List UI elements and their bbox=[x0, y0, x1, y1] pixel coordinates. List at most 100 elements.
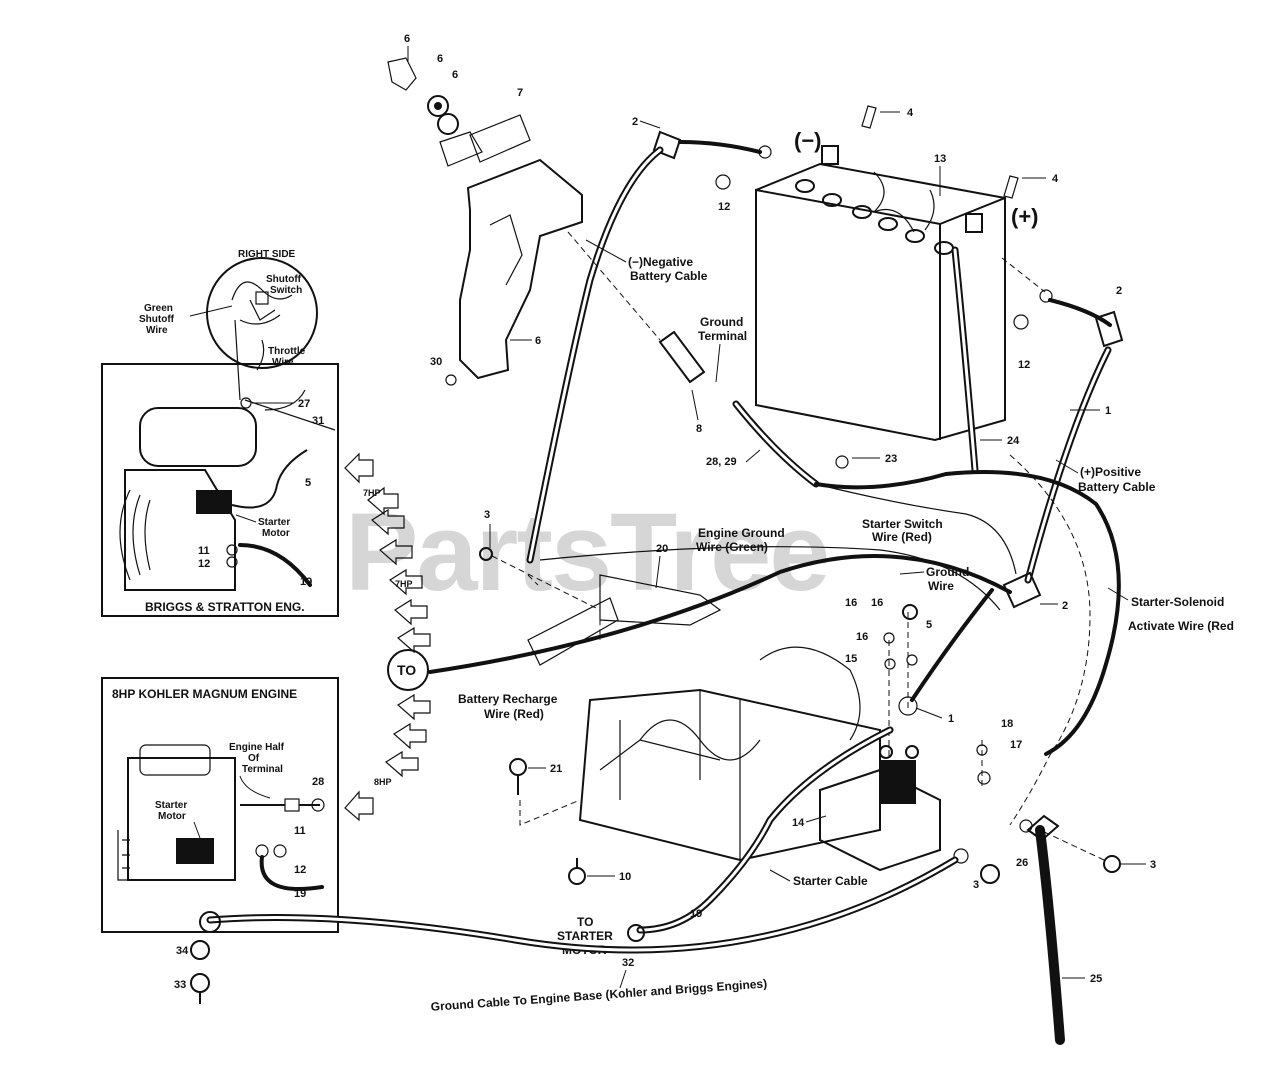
nut-30 bbox=[445, 374, 457, 386]
terminal-27 bbox=[240, 397, 252, 409]
terminal-leader bbox=[239, 775, 271, 799]
solenoid-positive-lead bbox=[910, 588, 994, 702]
bracket-detail bbox=[489, 214, 523, 286]
nut-12 bbox=[226, 556, 238, 568]
callout-6d: 6 bbox=[535, 335, 541, 347]
starter-switch-label-2: Wire (Red) bbox=[872, 530, 932, 544]
plate-20 bbox=[599, 574, 722, 626]
callout-17: 17 bbox=[1010, 739, 1022, 751]
wire-harness: 28, 29 23 Starter Switch Wire (Red) Star… bbox=[706, 400, 1234, 756]
kohler-engine-block bbox=[127, 757, 236, 881]
to-starter-label-2: STARTER bbox=[557, 929, 613, 943]
arrow-11 bbox=[344, 790, 374, 822]
cable-boot-top bbox=[652, 130, 682, 160]
decal-base bbox=[439, 131, 483, 167]
tag-bottom: 8HP bbox=[374, 777, 392, 787]
leader-8 bbox=[691, 389, 699, 421]
green-shutoff-label-3: Wire bbox=[146, 325, 168, 336]
tray-shading bbox=[639, 646, 861, 761]
kohler-box-frame bbox=[101, 677, 339, 933]
bolt-3c-dash bbox=[1039, 829, 1105, 861]
starter-motor-body bbox=[196, 490, 232, 514]
terminal-23 bbox=[835, 455, 849, 469]
solenoid-stud-b bbox=[905, 745, 919, 759]
bolt-10-head bbox=[568, 867, 586, 885]
briggs-callout-31: 31 bbox=[312, 415, 324, 427]
washer-5 bbox=[906, 654, 918, 666]
pos-cable-label-2: Battery Cable bbox=[1078, 480, 1156, 494]
green-shutoff-label-2: Shutoff bbox=[139, 314, 175, 325]
ground-cable-label: Ground Cable To Engine Base (Kohler and … bbox=[430, 976, 767, 1013]
kohler-starter-label-1: Starter bbox=[155, 800, 187, 811]
callout-3c: 3 bbox=[1150, 859, 1156, 871]
callout-24: 24 bbox=[1007, 435, 1020, 447]
battery-cap-1 bbox=[795, 179, 815, 193]
arrow-7 bbox=[396, 626, 431, 654]
neg-to-ground-dash bbox=[567, 231, 661, 341]
negative-post bbox=[821, 145, 839, 165]
engine-block-sketch bbox=[124, 469, 236, 591]
callout-34: 34 bbox=[176, 945, 189, 957]
kohler-shroud bbox=[117, 830, 130, 881]
battery-tray bbox=[578, 646, 881, 862]
starter-cable-inner bbox=[638, 728, 892, 932]
callout-5: 5 bbox=[926, 619, 932, 631]
engine-ground-label-2: Wire (Green) bbox=[696, 540, 768, 554]
tray-outline bbox=[578, 688, 881, 862]
leader-2829 bbox=[745, 449, 761, 463]
tray-detail bbox=[599, 739, 721, 771]
briggs-box-title: BRIGGS & STRATTON ENG. bbox=[145, 600, 305, 614]
kohler-starter-label-2: Motor bbox=[158, 811, 186, 822]
stack-dash bbox=[888, 612, 909, 760]
ground-terminal-body bbox=[658, 330, 706, 384]
solenoid-label-leader bbox=[1107, 587, 1129, 601]
kohler-starter-cable bbox=[259, 855, 324, 891]
pos-cable-label-1: (+)Positive bbox=[1080, 465, 1141, 479]
shutoff-label-1: Shutoff bbox=[266, 274, 302, 285]
callout-2c: 2 bbox=[1062, 600, 1068, 612]
kohler-callout-19: 19 bbox=[294, 888, 306, 900]
harness-sleeve bbox=[732, 400, 820, 488]
kohler-box-title: 8HP KOHLER MAGNUM ENGINE bbox=[112, 687, 297, 701]
battery-cap-3 bbox=[852, 205, 872, 219]
callout-21: 21 bbox=[550, 763, 562, 775]
right-side-magnifier bbox=[206, 257, 318, 369]
air-cleaner-fins bbox=[119, 489, 151, 581]
throttle-label-1: Throttle bbox=[268, 346, 306, 357]
arrow-10 bbox=[384, 750, 419, 778]
callout-28-29: 28, 29 bbox=[706, 456, 737, 468]
starter-cable-label: Starter Cable bbox=[793, 874, 868, 888]
ground-ring-right bbox=[953, 848, 969, 864]
callout-16b: 16 bbox=[845, 597, 857, 609]
solenoid-body bbox=[880, 760, 916, 804]
callout-18: 18 bbox=[1001, 718, 1013, 730]
green-shutoff-label-1: Green bbox=[144, 303, 173, 314]
positive-ring bbox=[1039, 289, 1053, 303]
tray-ribs bbox=[619, 690, 741, 860]
watermark: PartsTree bbox=[345, 491, 828, 614]
battery-cap-2 bbox=[822, 193, 842, 207]
to-starter-label-1: TO bbox=[577, 915, 593, 929]
top-hardware: 6 6 6 7 bbox=[387, 33, 531, 167]
bolt-3a bbox=[479, 547, 493, 561]
callout-14: 14 bbox=[792, 817, 805, 829]
callout-6c: 6 bbox=[452, 69, 458, 81]
callout-10: 10 bbox=[619, 871, 631, 883]
shutoff-label-2: Switch bbox=[270, 285, 302, 296]
starter-switch-wire bbox=[815, 483, 1017, 575]
bracket-20 bbox=[527, 597, 619, 666]
shutoff-wire bbox=[234, 319, 336, 431]
ground-terminal: Ground Terminal 8 bbox=[567, 231, 747, 435]
engine-ground-label-1: Engine Ground bbox=[698, 526, 785, 540]
battery-top bbox=[755, 162, 1006, 199]
callout-12a: 12 bbox=[718, 201, 730, 213]
briggs-box-frame bbox=[101, 363, 339, 617]
negative-cable-assembly: 2 (−)Negative Battery Cable bbox=[526, 116, 772, 564]
callout-6a: 6 bbox=[404, 33, 410, 45]
washer-part bbox=[427, 95, 449, 117]
bolt-33 bbox=[190, 973, 210, 993]
ground-terminal-label-2: Terminal bbox=[698, 329, 747, 343]
starter-solenoid-wire bbox=[814, 470, 1121, 756]
briggs-callout-11: 11 bbox=[198, 545, 210, 557]
